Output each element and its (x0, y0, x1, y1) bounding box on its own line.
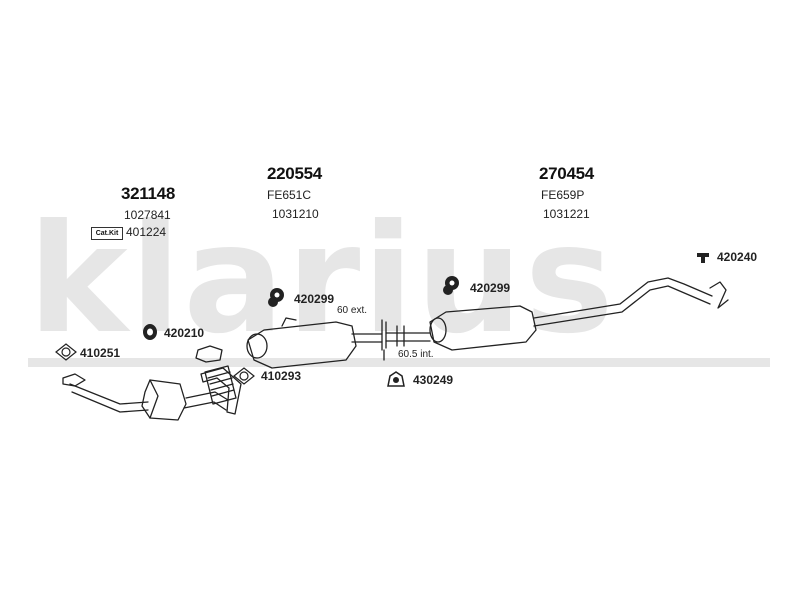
centre-silencer (246, 317, 383, 369)
gasket-ring-icon (233, 367, 255, 385)
part-code: 1031210 (272, 207, 319, 221)
part-code: 1027841 (124, 208, 171, 222)
dimension-int: 60.5 int. (398, 349, 434, 360)
fitting-label: 420299 (470, 281, 511, 295)
part-number-220554: 220554 (267, 164, 322, 183)
part-code: FE651C (267, 188, 312, 202)
rear-silencer (429, 305, 537, 351)
part-number-270454: 270454 (539, 164, 594, 183)
brand-watermark: klarius (28, 193, 616, 367)
part-code: 1031221 (543, 207, 590, 221)
part-code: FE659P (541, 188, 585, 202)
cat-kit-code: 401224 (126, 225, 167, 239)
part-number-321148: 321148 (121, 184, 175, 203)
watermark-underline (28, 358, 770, 367)
fitting-label: 420299 (294, 292, 335, 306)
fitting-label: 420210 (164, 326, 205, 340)
fitting-label: 420240 (717, 250, 758, 264)
rubber-mount-icon (443, 276, 459, 295)
fitting-label: 410293 (261, 369, 302, 383)
cat-kit-badge: Cat.Kit (91, 227, 123, 240)
tail-pipe (533, 277, 729, 327)
fitting-label: 430249 (413, 373, 454, 387)
hanger-bracket-icon (697, 253, 709, 263)
fitting-label: 410251 (80, 346, 121, 360)
clamp-icon (387, 371, 405, 387)
flexi-section (204, 365, 237, 405)
pipe-joint (381, 319, 431, 361)
rubber-mount-icon (143, 324, 157, 340)
dimension-ext: 60 ext. (337, 305, 368, 316)
rubber-mount-icon (268, 288, 284, 307)
gasket-ring-icon (55, 343, 77, 361)
